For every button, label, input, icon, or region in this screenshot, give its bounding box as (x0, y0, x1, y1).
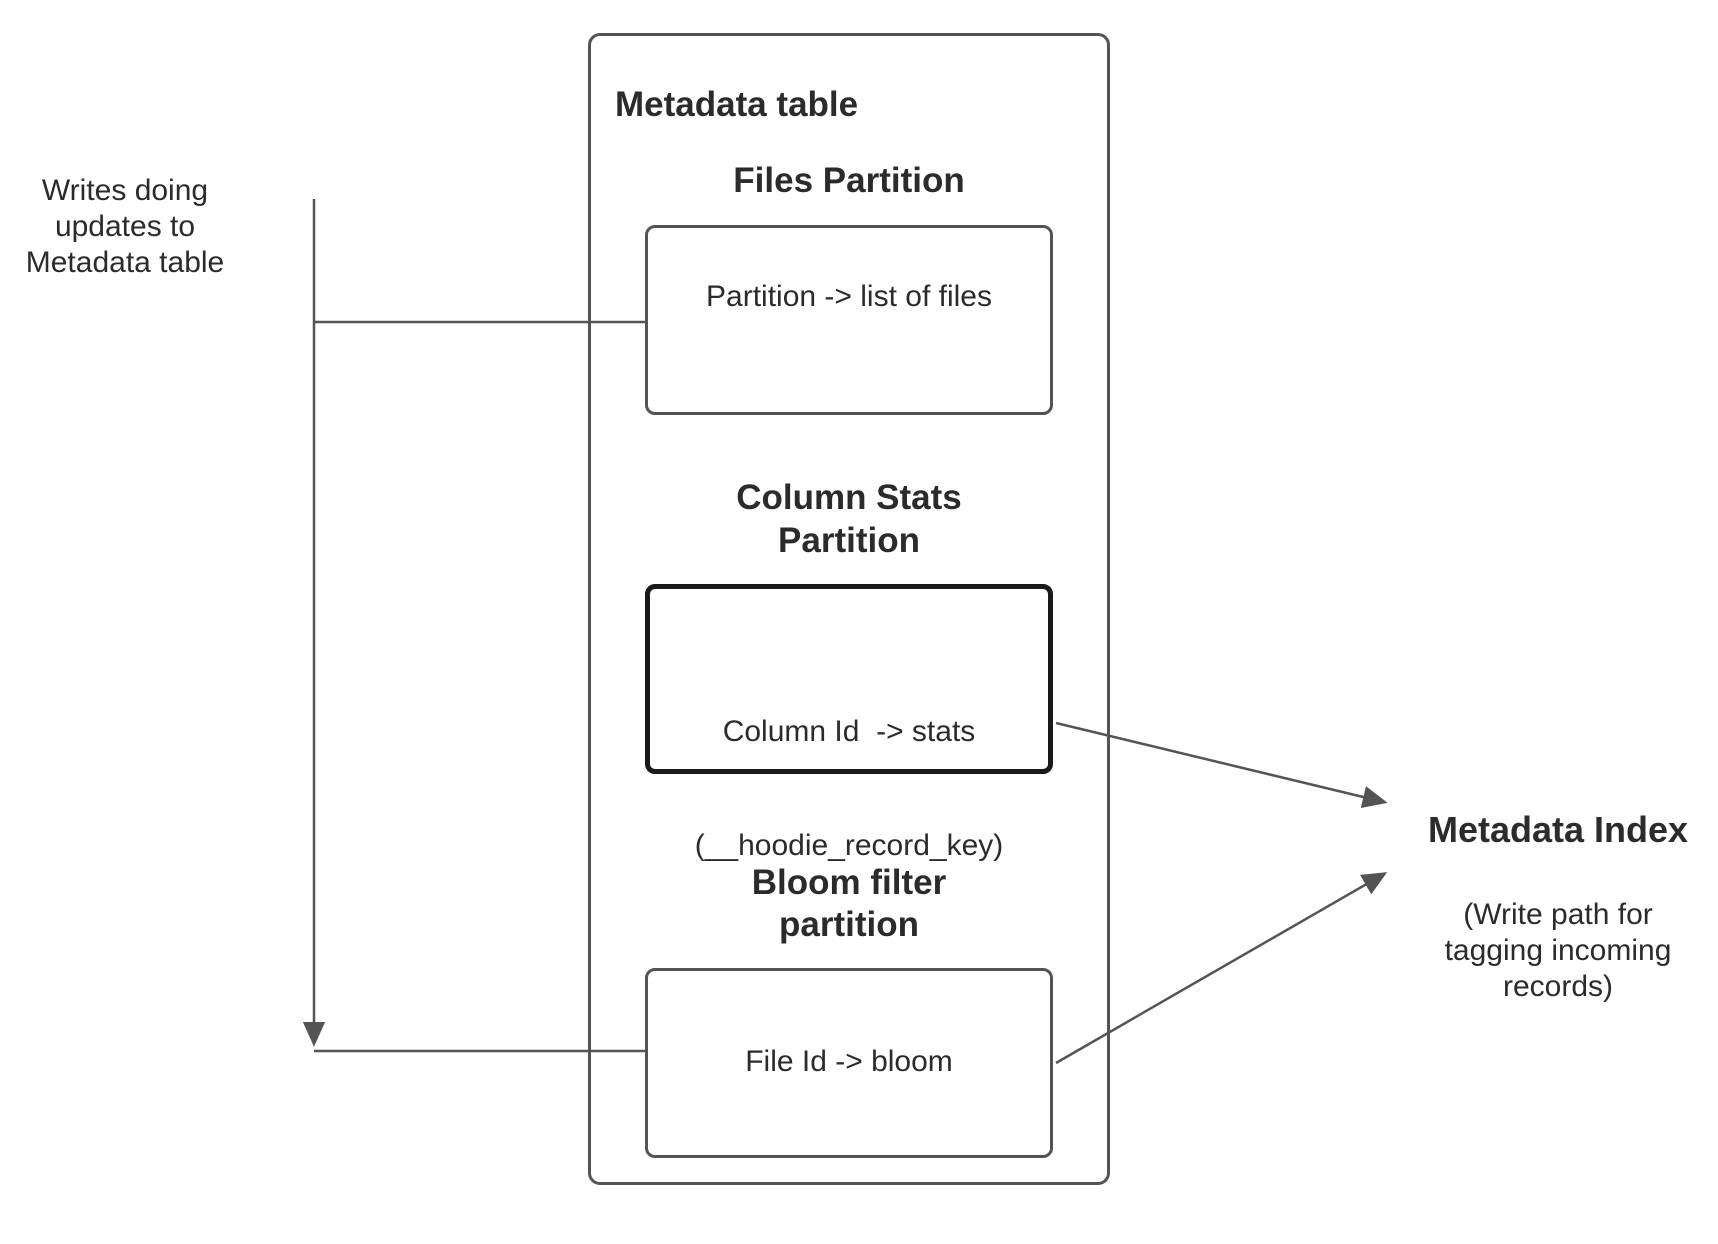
metadata-index-subtitle-line: tagging incoming (1444, 934, 1672, 967)
metadata-index-subtitle: (Write path for tagging incoming records… (1390, 897, 1718, 1005)
files-partition-box: Partition -> list of files (645, 225, 1053, 415)
column-stats-box-text: Column Id -> stats (__hoodie_record_key) (650, 637, 1048, 941)
writes-note: Writes doing updates to Metadata table (17, 173, 233, 281)
metadata-index-subtitle-line: (Write path for (1463, 898, 1653, 931)
files-partition-heading: Files Partition (733, 161, 965, 200)
metadata-index-subtitle-line: records) (1502, 970, 1614, 1003)
column-stats-partition-heading: Column Stats Partition (645, 476, 1053, 562)
column-stats-box-line: Column Id -> stats (722, 715, 976, 748)
metadata-index-title: Metadata Index (1427, 809, 1689, 850)
metadata-table-title: Metadata table (615, 85, 859, 124)
column-stats-box-line: (__hoodie_record_key) (694, 829, 1004, 862)
bloom-filter-partition-heading: Bloom filter partition (645, 862, 1053, 946)
writes-note-line: Writes doing (41, 174, 209, 207)
column-stats-heading-line: Partition (778, 521, 920, 560)
writes-note-line: updates to (54, 210, 196, 243)
writes-note-line: Metadata table (25, 246, 225, 279)
metadata-table-container (588, 33, 1110, 1185)
bloom-filter-heading-line: partition (779, 905, 919, 944)
bloom-filter-box: File Id -> bloom (645, 968, 1053, 1158)
column-stats-heading-line: Column Stats (736, 478, 962, 517)
bloom-filter-heading-line: Bloom filter (751, 863, 947, 902)
bloom-filter-box-text: File Id -> bloom (745, 1045, 953, 1078)
files-partition-box-text: Partition -> list of files (706, 280, 992, 313)
column-stats-box: Column Id -> stats (__hoodie_record_key) (645, 584, 1053, 862)
